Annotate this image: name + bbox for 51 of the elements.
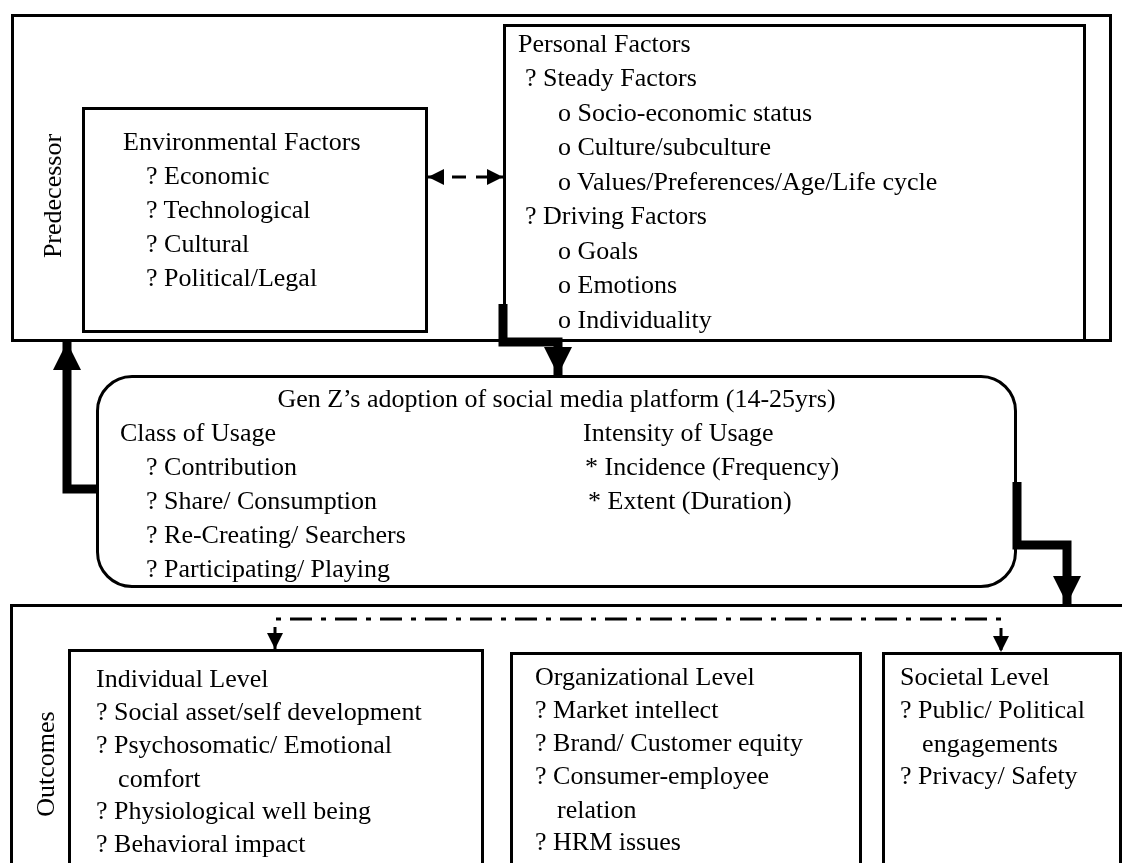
list-item: ? Economic [146, 160, 271, 192]
section-label: Predecessor [37, 133, 68, 259]
section-panel [11, 14, 1112, 342]
box-heading: Personal Factors [518, 28, 692, 60]
list-item: ? Political/Legal [146, 262, 319, 294]
list-item: ? Social asset/self development [96, 696, 423, 728]
box-title: Gen Z’s adoption of social media platform (14-25yrs) [276, 383, 837, 415]
dashed-arrow [267, 617, 1009, 652]
level-box [68, 649, 484, 863]
arrow [498, 304, 572, 375]
list-item: ? Market intellect [535, 694, 720, 726]
box-heading: Societal Level [900, 661, 1051, 693]
list-item: ? Physiological well being [96, 795, 373, 827]
list-item: ? Public/ Political engagements [900, 694, 1086, 760]
factor-box [503, 24, 1086, 342]
list-item: o Emotions [558, 269, 679, 301]
list-item: ? Brand/ Customer equity [535, 727, 804, 759]
list-item: ? Privacy/ Safety [900, 760, 1079, 792]
list-item: ? Steady Factors [525, 62, 698, 94]
list-item: o Socio-economic status [558, 97, 814, 129]
list-item: ? Participating/ Playing [146, 553, 392, 585]
list-item: o Goals [558, 235, 640, 267]
section-label: Outcomes [30, 711, 61, 817]
list-item: ? Driving Factors [525, 200, 708, 232]
section-panel [10, 604, 1122, 863]
box-heading: Environmental Factors [123, 126, 362, 158]
factor-box [82, 107, 428, 333]
box-heading: Organizational Level [535, 661, 756, 693]
arrow [53, 342, 96, 494]
list-item: ? Cultural [146, 228, 251, 260]
list-item: ? Contribution [146, 451, 298, 483]
list-item: ? Technological [146, 194, 312, 226]
list-item: o Values/Preferences/Age/Life cycle [558, 166, 939, 198]
list-item: ? HRM issues [535, 826, 682, 858]
list-item: o Individuality [558, 304, 713, 336]
list-item: ? Re-Creating/ Searchers [146, 519, 407, 551]
box-heading: Intensity of Usage [583, 417, 775, 449]
list-item: * Extent (Duration) [588, 485, 793, 517]
list-item: ? Behavioral impact [96, 828, 307, 860]
list-item: ? Share/ Consumption [146, 485, 379, 517]
list-item: ? Consumer-employee relation [535, 760, 771, 826]
arrow [1012, 482, 1081, 604]
rounded-box [96, 375, 1017, 588]
list-item: o Culture/subculture [558, 131, 772, 163]
level-box [510, 652, 862, 863]
box-heading: Individual Level [96, 663, 270, 695]
level-box [882, 652, 1122, 863]
list-item: ? Psychosomatic/ Emotional comfort [96, 729, 394, 795]
dashed-arrow [428, 169, 503, 185]
box-heading: Class of Usage [120, 417, 277, 449]
list-item: * Incidence (Frequency) [585, 451, 841, 483]
